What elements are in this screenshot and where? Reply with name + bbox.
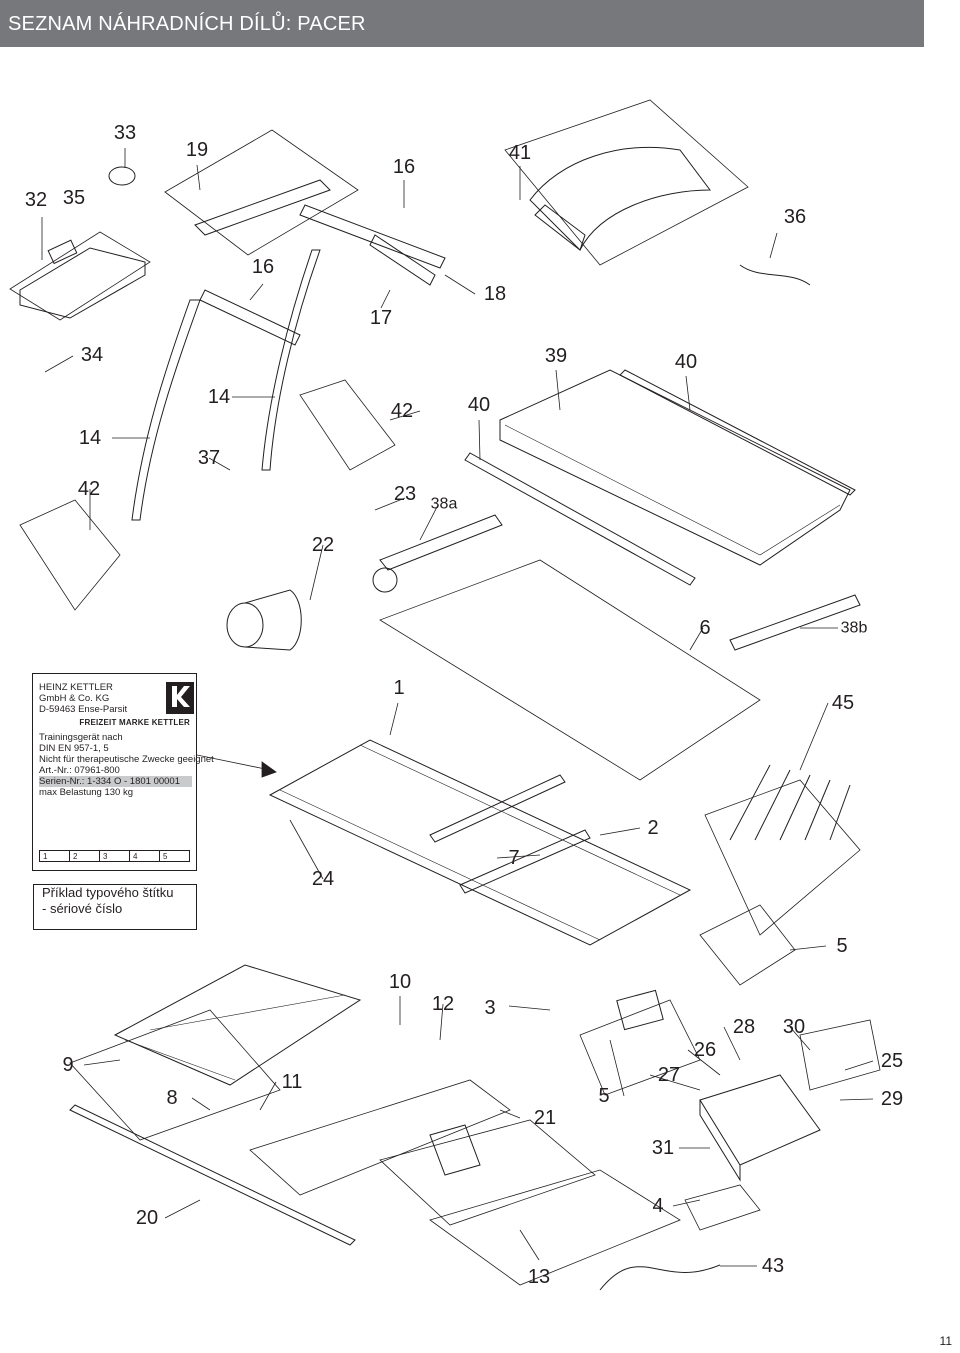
callout-42: 42 (78, 478, 100, 500)
callout-29: 29 (881, 1088, 903, 1110)
motor-drawing (226, 589, 302, 651)
callout-10: 10 (389, 971, 411, 993)
diagram-group-frames (9, 99, 881, 1286)
callout-21: 21 (534, 1107, 556, 1129)
spec-block: Trainingsgerät nach DIN EN 957-1, 5 Nich… (39, 732, 214, 798)
spec-line: Trainingsgerät nach (39, 732, 123, 743)
callout-40: 40 (468, 394, 490, 416)
page-number: 11 (939, 1334, 952, 1348)
callout-8: 8 (166, 1087, 177, 1109)
callout-24: 24 (312, 868, 334, 890)
callout-4: 4 (652, 1195, 663, 1217)
callout-31: 31 (652, 1137, 674, 1159)
callout-34: 34 (81, 344, 103, 366)
callout-11: 11 (282, 1071, 303, 1093)
digit-cell: 5 (159, 850, 190, 862)
manufacturer-line: D-59463 Ense-Parsit (39, 704, 128, 715)
callout-27: 27 (658, 1064, 680, 1086)
serial-number-line: Serien-Nr.: 1-334 O - 1801 00001 (39, 776, 192, 787)
callout-42: 42 (391, 400, 413, 422)
callout-5: 5 (598, 1085, 609, 1107)
cord-drawings (599, 264, 851, 1291)
callout-9: 9 (62, 1054, 73, 1076)
callout-22: 22 (312, 534, 334, 556)
manufacturer-line: GmbH & Co. KG (39, 693, 110, 704)
callout-45: 45 (832, 692, 854, 714)
callout-37: 37 (198, 447, 220, 469)
callout-25: 25 (881, 1050, 903, 1072)
callout-19: 19 (186, 139, 208, 161)
callout-3: 3 (484, 997, 495, 1019)
digit-cell: 3 (99, 850, 130, 862)
digit-cell: 2 (69, 850, 100, 862)
callout-7: 7 (508, 847, 519, 869)
spec-line: DIN EN 957-1, 5 (39, 743, 109, 754)
callout-32: 32 (25, 189, 47, 211)
digit-cell: 4 (129, 850, 160, 862)
callout-33: 33 (114, 122, 136, 144)
callout-6: 6 (699, 617, 710, 639)
callout-labels: 32 35 33 19 16 41 36 16 18 17 34 39 40 1… (25, 122, 903, 1288)
callout-14: 14 (79, 427, 101, 449)
callout-28: 28 (733, 1016, 755, 1038)
plate-arrow (196, 754, 277, 778)
digit-cells: 1 2 3 4 5 (39, 850, 190, 862)
callout-40: 40 (675, 351, 697, 373)
callout-20: 20 (136, 1207, 158, 1229)
spec-line: Nicht für therapeutische Zwecke geeignet (39, 754, 214, 765)
manufacturer-line: HEINZ KETTLER (39, 682, 113, 693)
callout-1: 1 (393, 677, 404, 699)
kettler-logo (166, 682, 194, 714)
load-line: max Belastung 130 kg (39, 787, 134, 798)
base-frame-drawing (69, 964, 362, 1246)
callout-36: 36 (784, 206, 806, 228)
callout-18: 18 (484, 283, 506, 305)
type-plate-caption: Příklad typového štítku - sériové číslo (33, 884, 197, 930)
kettler-logo-icon (166, 686, 194, 714)
callout-14: 14 (208, 386, 230, 408)
page-header: SEZNAM NÁHRADNÍCH DÍLŮ: PACER (0, 0, 924, 47)
callout-43: 43 (762, 1255, 784, 1277)
callout-26: 26 (694, 1039, 716, 1061)
callout-38b: 38b (841, 620, 868, 637)
callout-39: 39 (545, 345, 567, 367)
caption-line: - sériové číslo (42, 901, 123, 916)
callout-30: 30 (783, 1016, 805, 1038)
digit-cell: 1 (39, 850, 70, 862)
leader-lines (41, 148, 874, 1267)
callout-16: 16 (252, 256, 274, 278)
callout-2: 2 (647, 817, 658, 839)
callout-16: 16 (393, 156, 415, 178)
brand-line: FREIZEIT MARKE KETTLER (79, 718, 190, 727)
callout-12: 12 (432, 993, 454, 1015)
spec-line: Art.-Nr.: 07961-800 (39, 765, 120, 776)
callout-35: 35 (63, 187, 85, 209)
page-title: SEZNAM NÁHRADNÍCH DÍLŮ: PACER (8, 13, 366, 35)
callout-38a: 38a (431, 496, 458, 513)
manufacturer-block: HEINZ KETTLER GmbH & Co. KG D-59463 Ense… (39, 682, 127, 715)
caption-line: Příklad typového štítku (42, 885, 174, 900)
type-plate: HEINZ KETTLER GmbH & Co. KG D-59463 Ense… (32, 673, 214, 871)
frame-drawing (268, 739, 692, 946)
callout-5: 5 (836, 935, 847, 957)
upright-drawings (131, 179, 446, 521)
callout-23: 23 (394, 483, 416, 505)
electronics-box-drawing (429, 989, 821, 1182)
console-drawings (19, 147, 711, 319)
callout-41: 41 (509, 142, 531, 164)
deck-drawings (372, 369, 861, 651)
callout-13: 13 (528, 1266, 550, 1288)
callout-17: 17 (370, 307, 392, 329)
